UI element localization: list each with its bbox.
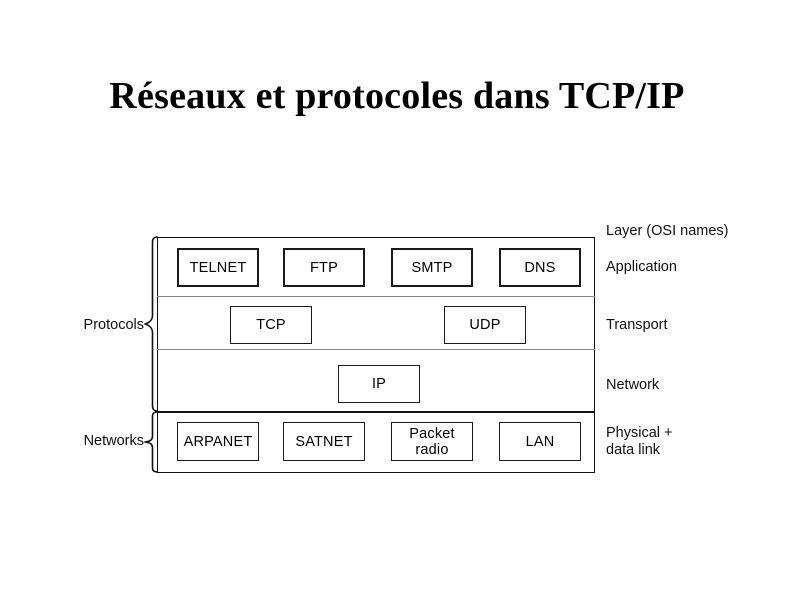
node-smtp[interactable]: SMTP xyxy=(391,248,473,287)
node-ip[interactable]: IP xyxy=(338,365,420,403)
node-dns[interactable]: DNS xyxy=(499,248,581,287)
node-smtp-label: SMTP xyxy=(411,259,453,276)
divider-transport-network xyxy=(157,349,595,350)
node-tcp[interactable]: TCP xyxy=(230,306,312,344)
node-ip-label: IP xyxy=(371,376,387,392)
osi-layer-transport: Transport xyxy=(606,317,668,333)
group-label-protocols: Protocols xyxy=(83,317,144,333)
node-satnet[interactable]: SATNET xyxy=(283,422,365,461)
node-lan-label: LAN xyxy=(525,433,555,450)
divider-application-transport xyxy=(157,296,595,297)
node-ftp-label: FTP xyxy=(310,259,338,276)
divider-protocols-networks xyxy=(157,411,595,413)
node-ftp[interactable]: FTP xyxy=(283,248,365,287)
node-udp[interactable]: UDP xyxy=(444,306,526,344)
layer-names-heading: Layer (OSI names) xyxy=(606,223,729,239)
brace-protocols-icon xyxy=(144,236,158,412)
brace-networks-icon xyxy=(144,411,158,473)
node-telnet-label: TELNET xyxy=(189,259,247,276)
osi-layer-physical-data-link: Physical + data link xyxy=(606,425,673,458)
node-telnet[interactable]: TELNET xyxy=(177,248,259,287)
node-packet-radio[interactable]: Packet radio xyxy=(391,422,473,461)
node-satnet-label: SATNET xyxy=(295,433,353,450)
node-arpanet-label: ARPANET xyxy=(183,433,253,450)
node-tcp-label: TCP xyxy=(256,317,286,333)
osi-layer-network: Network xyxy=(606,377,660,393)
group-label-networks: Networks xyxy=(83,433,144,449)
node-dns-label: DNS xyxy=(524,259,556,276)
page-title: Réseaux et protocoles dans TCP/IP xyxy=(109,75,685,117)
osi-layer-application: Application xyxy=(606,259,677,275)
node-packet-radio-label: Packet radio xyxy=(409,425,455,458)
node-udp-label: UDP xyxy=(469,317,501,333)
node-lan[interactable]: LAN xyxy=(499,422,581,461)
node-arpanet[interactable]: ARPANET xyxy=(177,422,259,461)
